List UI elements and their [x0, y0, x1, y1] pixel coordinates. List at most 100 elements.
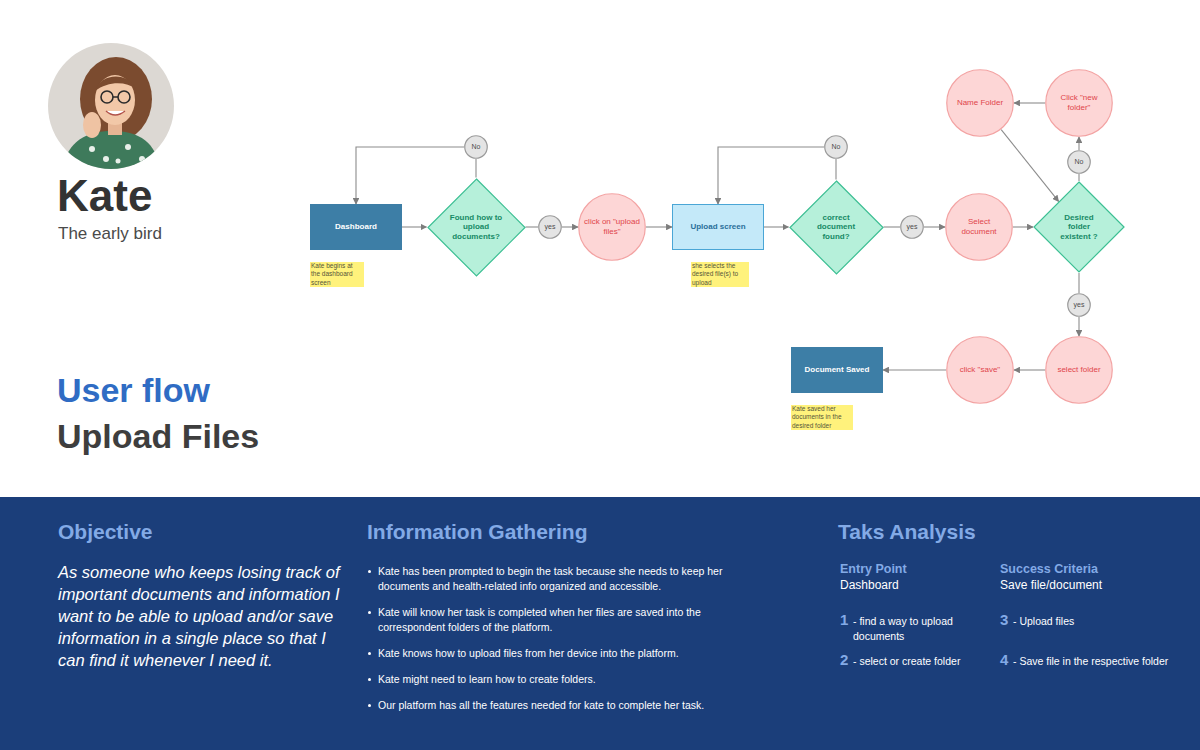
bullet-list: Kate has been prompted to begin the task…: [367, 564, 751, 724]
glasses-bridge: [113, 96, 118, 97]
connector: [1078, 317, 1079, 336]
bullet-dot: [368, 652, 371, 655]
node-label: No: [472, 143, 481, 151]
diamond-shape: [1034, 182, 1124, 272]
connector: [1078, 174, 1079, 181]
action-circle: Name Folder: [946, 69, 1014, 137]
hand: [83, 112, 101, 138]
node-label: yes: [545, 223, 556, 231]
step-text: - select or create folder: [853, 654, 993, 669]
section-heading: Taks Analysis: [838, 519, 976, 544]
circle-shape: [1046, 337, 1113, 404]
bullet-dot: [368, 570, 371, 573]
action-circle: Click "new folder": [1045, 69, 1113, 137]
objective-text: As someone who keeps losing track of imp…: [58, 561, 350, 671]
smile: [106, 111, 125, 115]
node-label: Desired folder existent ?: [1058, 213, 1100, 242]
connector: [1014, 369, 1045, 370]
bullet-text: Kate knows how to upload files from her …: [378, 646, 750, 661]
persona-name: Kate: [57, 174, 152, 218]
bullet-text: Kate might need to learn how to create f…: [378, 672, 750, 687]
action-circle: click on "upload files": [578, 193, 646, 261]
node-label: Select document: [954, 217, 1004, 236]
answer-circle: No: [464, 135, 488, 159]
node-label: correct document found?: [811, 213, 861, 242]
answer-circle: No: [824, 135, 848, 159]
field-value: Save file/document: [1000, 578, 1102, 592]
step-text: - Save file in the respective folder: [1013, 654, 1193, 669]
connector: [356, 147, 464, 204]
field-heading: Entry Point: [840, 562, 907, 577]
node-label: No: [832, 143, 841, 151]
section-heading: Information Gathering: [367, 519, 588, 544]
connector: [924, 226, 945, 227]
shirt-pattern: [103, 156, 109, 162]
node-label: click on "upload files": [584, 217, 640, 236]
bullet-row: Our platform has all the features needed…: [367, 698, 751, 713]
face: [95, 75, 135, 125]
circle-shape: [539, 216, 562, 239]
fringe: [95, 76, 136, 91]
bullet-dot: [368, 678, 371, 681]
node-label: Document Saved: [805, 365, 870, 375]
connector: [1014, 102, 1045, 103]
connector: [562, 226, 578, 227]
node-label: click "save": [960, 365, 1000, 375]
connector: [1078, 137, 1079, 150]
node-label: yes: [907, 223, 918, 231]
shirt-pattern: [116, 159, 121, 164]
bullet-dot: [368, 611, 371, 614]
shirt-pattern: [125, 144, 131, 150]
answer-circle: yes: [538, 215, 562, 239]
glasses-lens: [118, 91, 130, 103]
circle-shape: [579, 194, 646, 261]
connector: [1001, 130, 1058, 202]
node-label: select folder: [1057, 365, 1100, 375]
circle-shape: [465, 136, 488, 159]
action-circle: Select document: [945, 193, 1013, 261]
shirt: [62, 131, 160, 169]
node-label: Found how to upload documents?: [449, 213, 503, 242]
node-label: Dashboard: [335, 222, 377, 232]
circle-shape: [901, 216, 924, 239]
connector: [764, 226, 789, 227]
screen-box: Document Saved: [791, 347, 883, 393]
portrait-group: [48, 43, 174, 169]
section-heading: Objective: [58, 519, 153, 544]
diamond-shape: [428, 179, 525, 276]
bullet-row: Kate might need to learn how to create f…: [367, 672, 751, 687]
node-label: Upload screen: [690, 222, 745, 232]
circle-shape: [1068, 294, 1091, 317]
bullet-text: Kate will know her task is completed whe…: [378, 605, 750, 635]
answer-circle: No: [1067, 150, 1091, 174]
node-label: Name Folder: [957, 98, 1003, 108]
answer-circle: yes: [1067, 293, 1091, 317]
step-number: 1: [840, 611, 848, 629]
step-number: 4: [1000, 651, 1008, 669]
field-heading: Success Criteria: [1000, 562, 1098, 577]
photo-background: [48, 43, 174, 169]
screen-box: Upload screen: [672, 204, 764, 250]
page-title: User flow: [57, 372, 210, 409]
step-number: 3: [1000, 611, 1008, 629]
shirt-pattern: [139, 156, 145, 162]
decision-diamond: correct document found?: [789, 180, 884, 275]
bullet-text: Kate has been prompted to begin the task…: [378, 564, 750, 594]
field-value: Dashboard: [840, 578, 899, 592]
step-text: - Upload files: [1013, 614, 1183, 629]
connector: [1078, 273, 1079, 293]
node-label: No: [1075, 158, 1084, 166]
decision-diamond: Found how to upload documents?: [427, 178, 526, 277]
info-band: Kate has been prompted to begin the task…: [0, 497, 1200, 750]
connector: [526, 226, 539, 227]
step-text: - find a way to upload documents: [853, 614, 975, 644]
sticky-note: Kate begins at the dashboard screen: [310, 262, 364, 287]
action-circle: click "save": [946, 336, 1014, 404]
circle-shape: [946, 194, 1013, 261]
hair: [80, 57, 152, 141]
circle-shape: [1068, 151, 1091, 174]
step-number: 2: [840, 651, 848, 669]
connector: [835, 159, 836, 180]
connector: [646, 226, 672, 227]
